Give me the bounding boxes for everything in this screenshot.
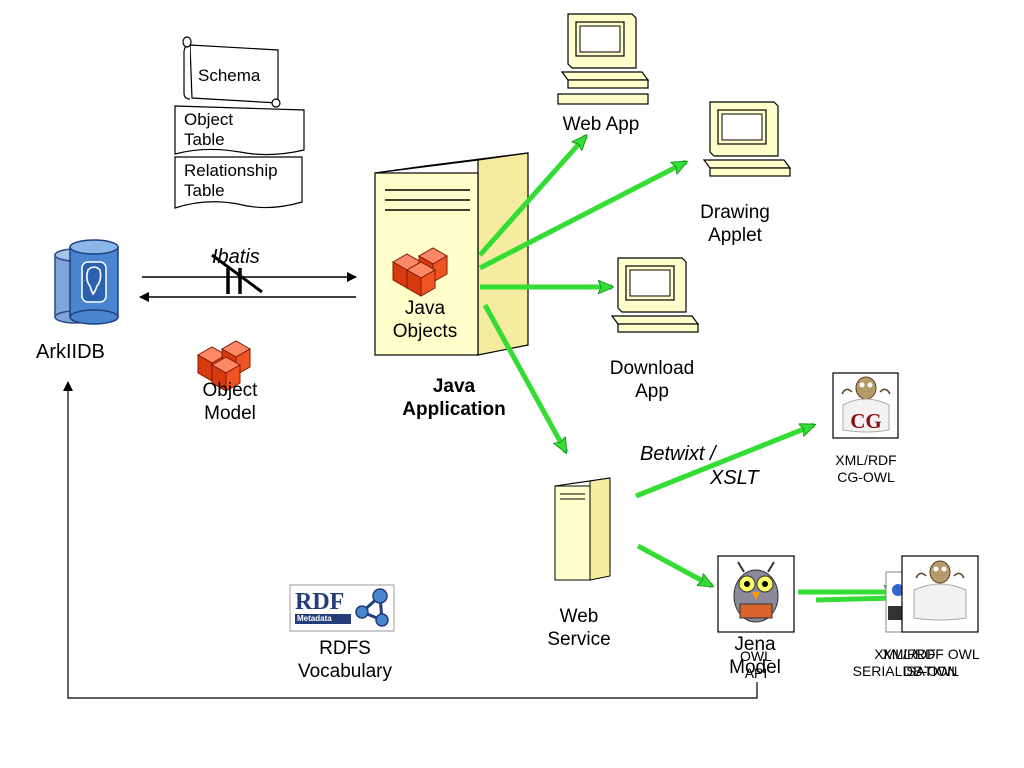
ibatis-label: Ibatis <box>212 246 260 268</box>
cg-owl-logo <box>832 372 899 439</box>
web-app-computer-icon <box>557 13 650 105</box>
schema-title: Schema <box>198 66 261 85</box>
relationship-table-doc <box>174 156 303 209</box>
jena-owl-icon <box>717 555 795 633</box>
schema-scroll <box>182 36 281 108</box>
owl-output-logos <box>885 555 979 633</box>
rdf-logo-text: RDF <box>295 589 345 615</box>
object-table-doc <box>174 105 305 156</box>
download-app-computer-icon <box>610 257 700 333</box>
green-flow-arrows <box>478 136 898 603</box>
web-app-label: Web App <box>562 114 640 135</box>
ibatis-arrows <box>139 253 357 302</box>
object-model-cubes-icon <box>196 340 252 392</box>
feedback-arrow <box>63 381 758 699</box>
database-icon <box>54 239 119 325</box>
cg-badge: CG <box>850 409 882 433</box>
betwixt-xslt-label: Betwixt /XSLT <box>640 443 759 489</box>
drawing-applet-computer-icon <box>702 101 792 177</box>
rdf-metadata-text: Metadata <box>297 614 332 623</box>
web-service-server-icon <box>554 477 611 581</box>
database-label: ArkIIDB <box>36 341 105 363</box>
rdf-metadata-logo <box>289 584 395 632</box>
